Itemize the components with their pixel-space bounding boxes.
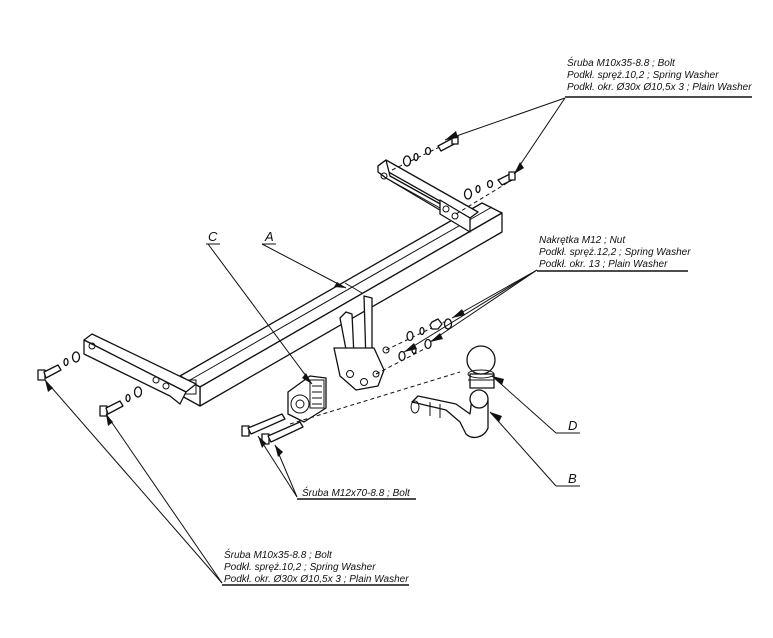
arrowheads — [45, 131, 524, 457]
callout-middle-right-line-2: Podkł. spręż.12,2 ; Spring Washer — [539, 247, 691, 258]
part-label-c: C — [208, 229, 218, 244]
callout-bolt-m12-text: Śruba M12x70-8.8 ; Bolt — [302, 486, 411, 499]
callout-top-right-line-3: Podkł. okr. Ø30x Ø10,5x 3 ; Plain Washer — [567, 82, 752, 93]
top-right-fasteners — [402, 135, 516, 200]
right-side-bracket — [377, 159, 479, 233]
callout-top-right-line-1: Śruba M10x35-8.8 ; Bolt — [567, 56, 676, 69]
socket-plate — [287, 375, 327, 423]
left-side-bracket — [83, 333, 197, 405]
callout-bottom-left-line-1: Śruba M10x35-8.8 ; Bolt — [224, 548, 333, 561]
callout-middle-right-line-1: Nakrętka M12 ; Nut — [539, 235, 626, 246]
leader-lines — [44, 97, 566, 584]
callout-bottom-left-line-3: Podkł. okr. Ø30x Ø10,5x 3 ; Plain Washer — [224, 574, 409, 585]
callout-middle-right-line-3: Podkł. okr. 13 ; Plain Washer — [539, 259, 668, 270]
center-mount-bracket — [333, 295, 390, 391]
callout-top-right: Śruba M10x35-8.8 ; Bolt Podkł. spręż.10,… — [565, 56, 752, 98]
bottom-left-fasteners — [37, 351, 143, 417]
callout-bottom-left-line-2: Podkł. spręż.10,2 ; Spring Washer — [224, 562, 376, 573]
m12-bolts — [241, 413, 304, 445]
callout-bolt-m12: Śruba M12x70-8.8 ; Bolt — [297, 486, 416, 500]
tow-ball-assembly — [410, 345, 496, 439]
part-label-a: A — [264, 229, 274, 244]
callout-top-right-line-2: Podkł. spręż.10,2 ; Spring Washer — [567, 70, 719, 81]
callout-bottom-left: Śruba M10x35-8.8 ; Bolt Podkł. spręż.10,… — [222, 548, 409, 586]
part-label-d: D — [568, 418, 577, 433]
callout-middle-right: Nakrętka M12 ; Nut Podkł. spręż.12,2 ; S… — [537, 235, 691, 272]
part-label-b: B — [568, 471, 577, 486]
